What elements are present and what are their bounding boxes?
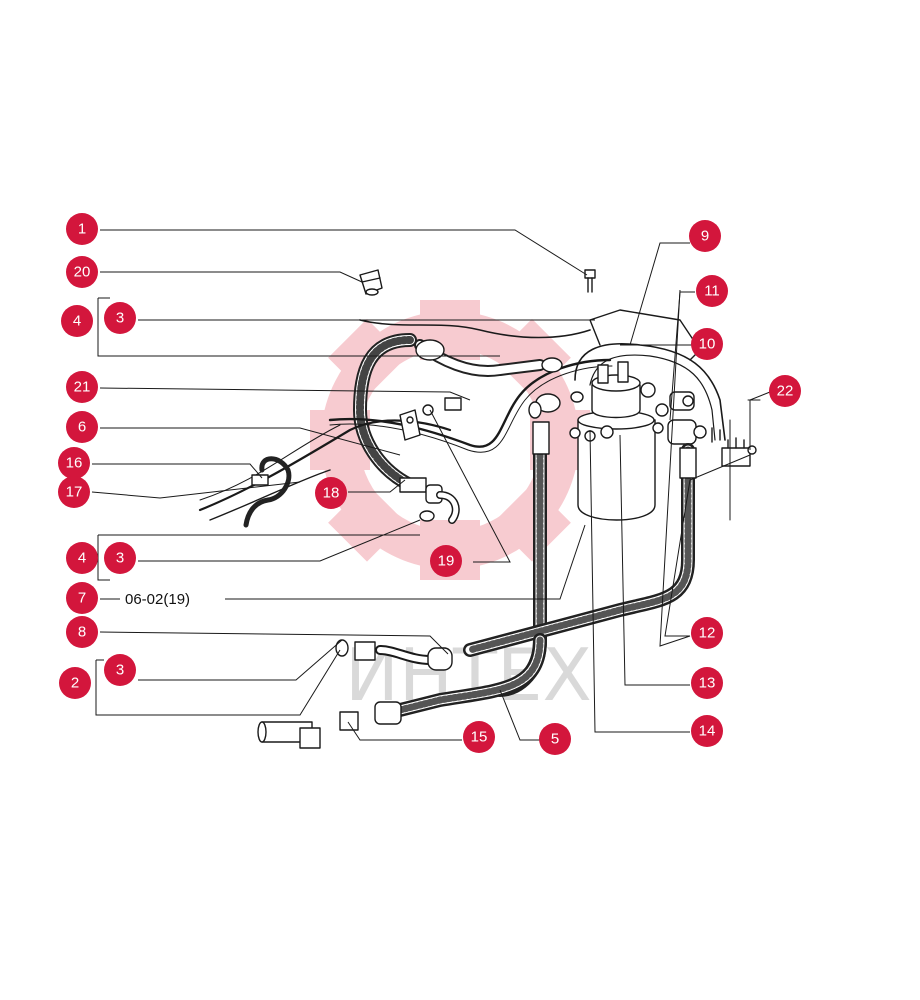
- svg-text:22: 22: [777, 383, 794, 400]
- svg-text:15: 15: [471, 729, 488, 746]
- banjo-fittings-icon: [528, 357, 614, 442]
- svg-text:4: 4: [78, 550, 86, 567]
- callout-8: 8: [66, 616, 98, 648]
- svg-text:5: 5: [551, 731, 559, 748]
- svg-text:12: 12: [699, 625, 716, 642]
- callout-21: 21: [66, 371, 98, 403]
- callout-2: 2: [59, 667, 91, 699]
- hydraulic-assembly-drawing: [198, 269, 761, 749]
- svg-text:14: 14: [699, 723, 716, 740]
- callout-19: 19: [430, 545, 462, 577]
- straight-union-icon: [335, 639, 453, 671]
- svg-text:10: 10: [699, 336, 716, 353]
- plug-fitting-icon: [359, 269, 383, 296]
- leader-lines: [91, 229, 771, 741]
- filter-canister-icon: [577, 361, 669, 521]
- callout-18: 18: [315, 477, 347, 509]
- callout-3: 3: [104, 654, 136, 686]
- callout-7: 7: [66, 582, 98, 614]
- svg-text:1: 1: [78, 221, 86, 238]
- svg-text:6: 6: [78, 419, 86, 436]
- callout-12: 12: [691, 617, 723, 649]
- callout-22: 22: [769, 375, 801, 407]
- reference-label: 06-02(19): [125, 591, 190, 608]
- tee-fitting-icon: [257, 721, 321, 749]
- callout-5: 5: [539, 723, 571, 755]
- svg-text:2: 2: [71, 675, 79, 692]
- svg-text:13: 13: [699, 675, 716, 692]
- svg-text:20: 20: [74, 264, 91, 281]
- adapter-fitting-icon: [339, 701, 402, 731]
- svg-text:11: 11: [704, 283, 720, 300]
- callout-1: 1: [66, 213, 98, 245]
- svg-text:17: 17: [66, 484, 83, 501]
- svg-text:18: 18: [323, 485, 340, 502]
- electrical-connector-icon: [711, 399, 761, 521]
- svg-text:3: 3: [116, 662, 124, 679]
- svg-text:16: 16: [66, 455, 83, 472]
- callout-4: 4: [61, 305, 93, 337]
- pressure-switch-icon: [652, 391, 707, 445]
- hose-clamp-icon: [399, 397, 462, 441]
- callout-10: 10: [691, 328, 723, 360]
- svg-text:3: 3: [116, 310, 124, 327]
- callout-11: 11: [696, 275, 728, 307]
- svg-text:3: 3: [116, 550, 124, 567]
- svg-text:9: 9: [701, 228, 709, 245]
- svg-text:21: 21: [74, 379, 91, 396]
- callout-20: 20: [66, 256, 98, 288]
- callout-17: 17: [58, 476, 90, 508]
- svg-text:19: 19: [438, 553, 455, 570]
- callouts: 1 20 4 3 21 6 16 17 18 4 3 19 7 8 2 3 15…: [58, 213, 801, 755]
- callout-6: 6: [66, 411, 98, 443]
- callout-15: 15: [463, 721, 495, 753]
- callout-9: 9: [689, 220, 721, 252]
- bolt-icon: [584, 269, 596, 293]
- svg-text:7: 7: [78, 590, 86, 607]
- svg-text:8: 8: [78, 624, 86, 641]
- callout-16: 16: [58, 447, 90, 479]
- callout-13: 13: [691, 667, 723, 699]
- callout-3: 3: [104, 542, 136, 574]
- hose-elbow-fitting-icon: [399, 477, 460, 524]
- callout-4: 4: [66, 542, 98, 574]
- callout-3: 3: [104, 302, 136, 334]
- svg-text:4: 4: [73, 313, 81, 330]
- callout-14: 14: [691, 715, 723, 747]
